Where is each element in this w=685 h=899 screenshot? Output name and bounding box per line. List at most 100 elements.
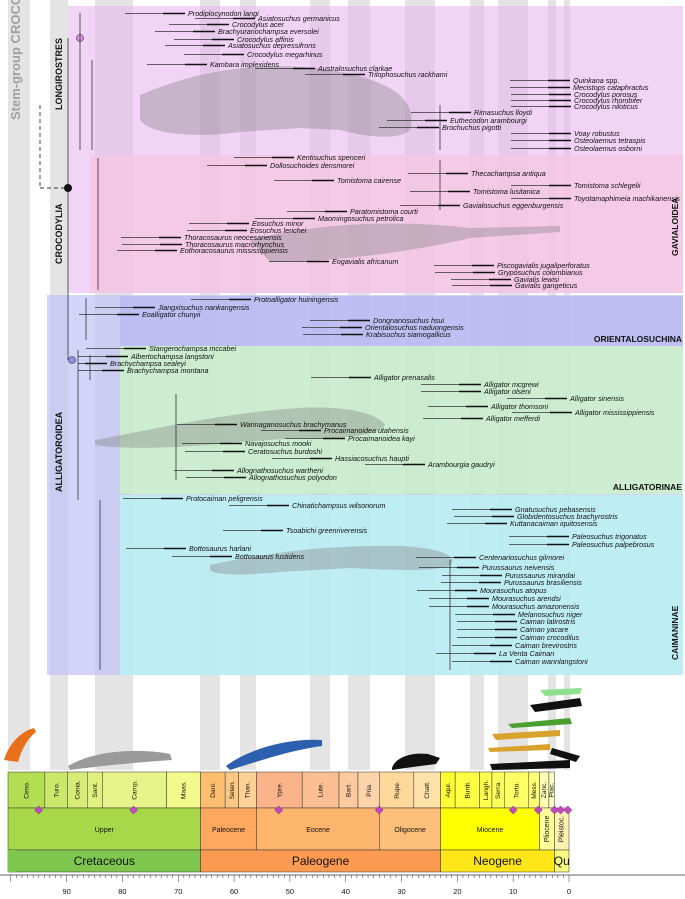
- clade-label-alligatorinae: ALLIGATORINAE: [613, 482, 682, 492]
- stage-label: Sant.: [92, 782, 99, 798]
- taxon-label: Caiman wannlangstoni: [515, 657, 588, 666]
- taxon-label: Eosuchus minor: [252, 219, 304, 228]
- period-label: Paleogene: [292, 854, 350, 868]
- taxon-label: Melanosuchus niger: [518, 610, 583, 619]
- taxon-label: Kuttanacaiman iquitosensis: [510, 519, 598, 528]
- event-marker-icon: [508, 805, 518, 815]
- taxon-label: Tomistoma schlegelii: [574, 181, 641, 190]
- clade-boxes: [47, 6, 683, 675]
- taxon-label: Paleosuchus trigonatus: [572, 532, 647, 541]
- taxon-label: Mourasuchus atopus: [480, 586, 547, 595]
- taxon-label: Crocodylus niloticus: [574, 102, 638, 111]
- taxon-label: Thoracosaurus neocesariensis: [184, 233, 282, 242]
- taxon-label: Alligator prenasalis: [373, 373, 435, 382]
- alligatoroidea-node: [68, 356, 76, 364]
- epoch-label: Miocene: [477, 827, 504, 834]
- axis-tick-label: 30: [397, 887, 405, 896]
- taxon-label: Gnatusuchus pebasensis: [515, 505, 596, 514]
- epoch-label: Oligocene: [394, 827, 426, 834]
- taxon-label: Albertochampsa langstoni: [130, 352, 214, 361]
- alligator-silhouette-icon: [95, 407, 385, 448]
- epoch-label: Paleocene: [212, 827, 245, 834]
- stage-label: Serra.: [495, 781, 502, 799]
- stage-label: Camp.: [131, 780, 138, 800]
- stage-label: Lute.: [318, 783, 325, 798]
- taxon-label: Gavialis lewisi: [514, 275, 560, 284]
- taxon-label: Quinkana spp.: [573, 76, 619, 85]
- orientalosuchina-box: [120, 296, 683, 346]
- event-marker-icon: [129, 805, 138, 815]
- alligatorinae-box: [120, 346, 683, 494]
- taxon-label: Purussaurus brasiliensis: [504, 578, 582, 587]
- stem-group-label: Stem-group CROCODYLIA: [8, 0, 23, 120]
- taxon-label: Caiman brevirostris: [515, 641, 577, 650]
- axis-tick-label: 50: [286, 887, 294, 896]
- taxon-label: Bottosaurus fustidens: [235, 552, 305, 561]
- epoch-cell: [256, 807, 381, 851]
- taxon-label: La Venta Caiman: [499, 649, 554, 658]
- stage-label: Ypre.: [276, 782, 283, 797]
- taxon-label: Alligator olseni: [483, 387, 531, 396]
- clade-label-crocodylia: CROCODYLIA: [54, 203, 64, 264]
- stage-label: Maas.: [181, 781, 188, 799]
- taxon-label: Purussaurus neivensis: [482, 563, 555, 572]
- taxon-label: Paratomistoma courti: [350, 207, 418, 216]
- epoch-label: Pleistoc.: [559, 816, 566, 843]
- taxon-label: Crocodylus rhombifer: [574, 96, 643, 105]
- taxon-label: Asiatosuchus germanicus: [257, 14, 340, 23]
- taxon-label: Eoalligator chunyii: [142, 310, 201, 319]
- stage-cell: [413, 771, 441, 809]
- taxon-label: Tomistoma cairense: [337, 176, 401, 185]
- taxon-label: Orientalosuchus naduongensis: [365, 323, 464, 332]
- event-marker-icon: [34, 805, 44, 815]
- stem-croc-blue-silhouette-icon: [226, 739, 322, 770]
- taxon-label: Arambourgia gaudryi: [427, 460, 495, 469]
- clade-label-caimaninae: CAIMANINAE: [670, 605, 680, 660]
- stem-croc-gray-silhouette-icon: [68, 750, 172, 770]
- stage-label: Rupe.: [394, 781, 401, 799]
- taxon-label: Centenariosuchus gilmorei: [479, 553, 564, 562]
- stage-cell: [454, 771, 480, 809]
- taxon-label: Gavialosuchus eggenburgensis: [463, 201, 564, 210]
- stage-label: Mess.: [531, 781, 538, 799]
- taxon-label: Eothoracosaurus mississippiensis: [180, 246, 288, 255]
- taxon-label: Brachychampsa sealeyi: [110, 359, 186, 368]
- taxon-label: Asiatosuchus depressifrons: [227, 41, 316, 50]
- stage-label: Turo.: [53, 782, 60, 797]
- period-label: Cretaceous: [74, 854, 135, 868]
- event-marker-icon: [563, 805, 573, 815]
- caimaninae-box: [120, 495, 683, 675]
- gavialoidea-box: [90, 155, 683, 293]
- gharial-silhouette-icon: [250, 223, 560, 262]
- taxon-label: Wannaganosuchus brachymanus: [240, 420, 347, 429]
- silhouettes: [95, 66, 560, 575]
- taxon-label: Alligator sinensis: [569, 394, 624, 403]
- stem-croc-silhouette-icon: [4, 728, 36, 762]
- clade-label-gavialoidea: GAVIALOIDEA: [670, 198, 680, 256]
- taxon-label: Prodiplocynodon langi: [188, 9, 259, 18]
- taxon-label: Piscogavialis jugaliperforatus: [497, 261, 590, 270]
- stem-and-root: [39, 34, 84, 364]
- taxon-label: Procaimanoidea kayi: [348, 434, 415, 443]
- taxon-label: Gryposuchus colombianus: [498, 268, 583, 277]
- event-marker-icon: [374, 805, 384, 815]
- taxon-label: Osteolaemus osborni: [574, 144, 642, 153]
- event-marker-icon: [274, 805, 284, 815]
- epoch-label: Eocene: [306, 827, 330, 834]
- period-label: Neogene: [473, 854, 522, 868]
- taxon-label: Voay robustus: [574, 129, 620, 138]
- stage-label: Zanc.: [541, 782, 548, 799]
- epoch-cell: [7, 807, 201, 851]
- caiman-silhouette-icon: [210, 545, 453, 575]
- epoch-cell: [200, 807, 257, 851]
- clade-label-longirostres: LONGIROSTRES: [54, 38, 64, 110]
- taxon-label: Allognathosuchus polyodon: [248, 473, 337, 482]
- taxon-label: Mecistops cataphractus: [573, 83, 649, 92]
- taxon-label: Eosuchus lerichei: [250, 226, 307, 235]
- taxon-label: Brochuchus pigotti: [442, 123, 502, 132]
- axis-tick-label: 40: [342, 887, 350, 896]
- taxon-label: Mourasuchus arendsi: [492, 594, 561, 603]
- taxon-label: Hassiacosuchus haupti: [335, 454, 409, 463]
